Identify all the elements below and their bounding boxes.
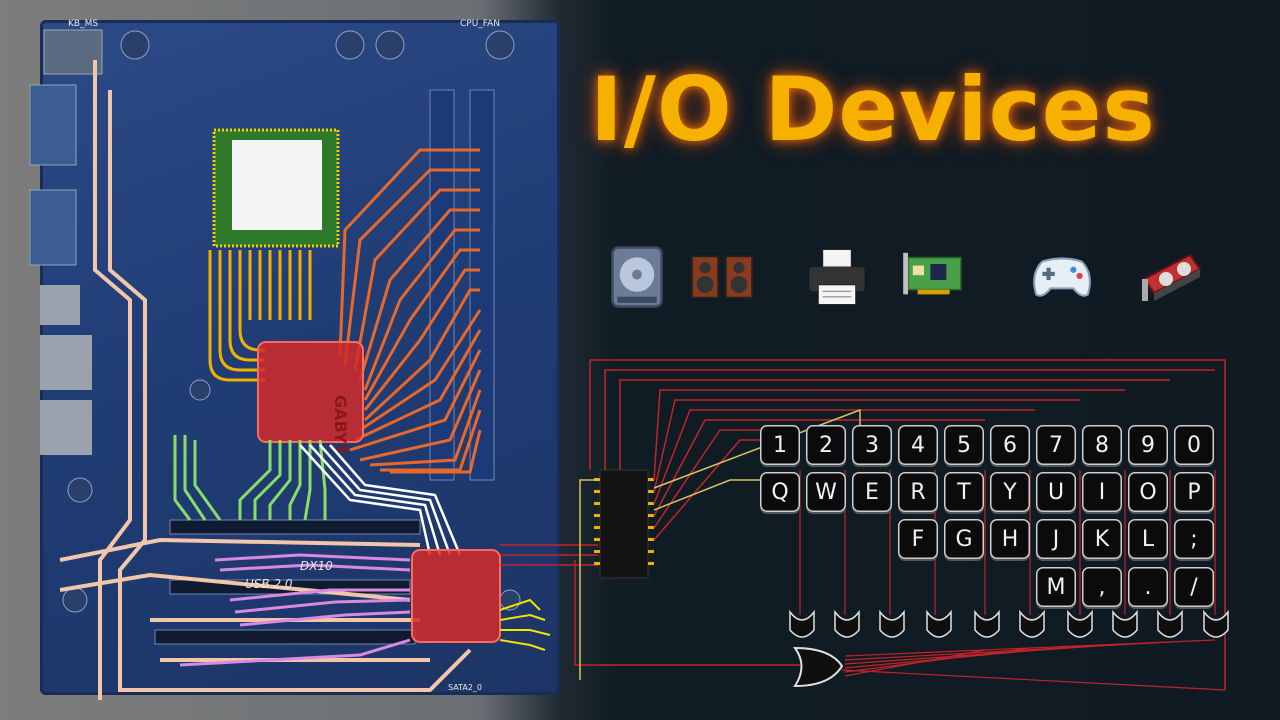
dx10-label: DX10 (300, 559, 333, 573)
key-2-7[interactable]: K (1082, 519, 1122, 559)
cpu-traces (208, 250, 312, 382)
device-icons (590, 245, 1230, 315)
key-1-5[interactable]: Y (990, 472, 1030, 512)
cpu-chip (232, 140, 322, 230)
logic-gates (789, 609, 1229, 638)
scan-wires (589, 359, 1226, 690)
ram-slot-2 (469, 89, 495, 481)
graphics-card-icon (1142, 253, 1202, 301)
cpu-fan-label: CPU_FAN (460, 19, 500, 29)
key-1-4[interactable]: T (944, 472, 984, 512)
hard-drive-icon (611, 246, 663, 308)
or-gate (793, 646, 844, 688)
south-bridge-chip (411, 549, 501, 643)
gamepad-icon (1033, 257, 1091, 297)
key-2-8[interactable]: L (1128, 519, 1168, 559)
key-0-0[interactable]: 1 (760, 425, 800, 465)
key-1-2[interactable]: E (852, 472, 892, 512)
audio-port (40, 400, 92, 455)
vga-port (29, 189, 77, 266)
or-inputs (841, 639, 1226, 691)
chip-label: GABYT (331, 395, 350, 454)
key-0-4[interactable]: 5 (944, 425, 984, 465)
key-1-9[interactable]: P (1174, 472, 1214, 512)
key-1-0[interactable]: Q (760, 472, 800, 512)
page-title: I/O Devices (590, 58, 1156, 161)
chipset-traces (338, 148, 482, 474)
serial-port (29, 84, 77, 166)
key-2-4[interactable]: G (944, 519, 984, 559)
bus-traces (299, 444, 462, 556)
pcie-slot (169, 519, 421, 535)
key-0-9[interactable]: 0 (1174, 425, 1214, 465)
usb-label: USB 2.0 (245, 577, 293, 591)
encoder-chip (599, 469, 649, 579)
ps2-port (43, 29, 103, 75)
key-2-3[interactable]: F (898, 519, 938, 559)
key-0-8[interactable]: 9 (1128, 425, 1168, 465)
key-3-9[interactable]: / (1174, 567, 1214, 607)
sata-label: SATA2_0 (448, 683, 482, 692)
usb-traces (179, 553, 411, 667)
key-0-7[interactable]: 8 (1082, 425, 1122, 465)
printer-icon (809, 248, 865, 306)
kb-ms-label: KB_MS (68, 19, 98, 29)
key-2-9[interactable]: ; (1174, 519, 1214, 559)
sense-wires (579, 408, 861, 680)
key-2-5[interactable]: H (990, 519, 1030, 559)
network-card-icon (903, 252, 962, 295)
usb-port (40, 285, 80, 325)
speakers-icon (690, 255, 754, 299)
pci-slot-2 (154, 629, 416, 645)
key-1-8[interactable]: O (1128, 472, 1168, 512)
key-3-6[interactable]: M (1036, 567, 1076, 607)
encoder-wires (500, 544, 800, 666)
key-0-1[interactable]: 2 (806, 425, 846, 465)
key-3-7[interactable]: , (1082, 567, 1122, 607)
key-3-8[interactable]: . (1128, 567, 1168, 607)
key-0-6[interactable]: 7 (1036, 425, 1076, 465)
key-2-6[interactable]: J (1036, 519, 1076, 559)
key-1-3[interactable]: R (898, 472, 938, 512)
lan-port (40, 335, 92, 390)
io-traces (499, 598, 551, 651)
key-1-7[interactable]: I (1082, 472, 1122, 512)
key-1-6[interactable]: U (1036, 472, 1076, 512)
key-1-1[interactable]: W (806, 472, 846, 512)
key-0-3[interactable]: 4 (898, 425, 938, 465)
key-0-5[interactable]: 6 (990, 425, 1030, 465)
key-0-2[interactable]: 3 (852, 425, 892, 465)
